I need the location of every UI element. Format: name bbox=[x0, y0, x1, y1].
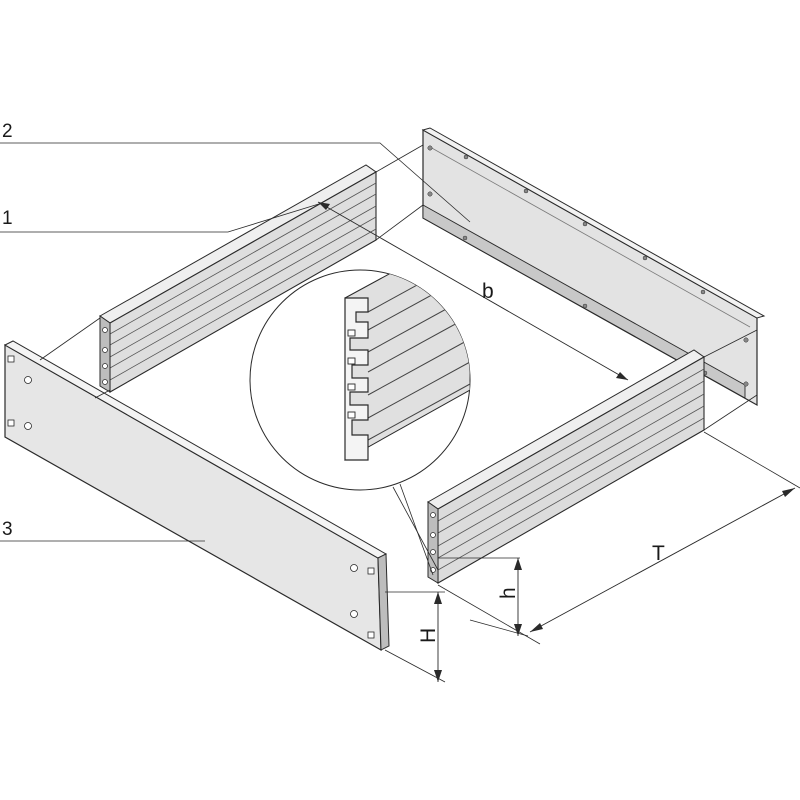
dimension-b bbox=[317, 201, 629, 381]
dimension-h bbox=[438, 557, 529, 637]
dimension-t-label: T bbox=[652, 542, 665, 565]
assembly-lines bbox=[39, 144, 758, 431]
callout-3-label: 3 bbox=[2, 519, 13, 540]
front-rail bbox=[427, 349, 705, 584]
rear-panel bbox=[421, 127, 766, 407]
dimension-h-label: h bbox=[497, 587, 520, 599]
callout-1-label: 1 bbox=[2, 208, 13, 229]
dimension-t bbox=[437, 431, 800, 645]
callout-leaders bbox=[0, 142, 471, 542]
dimension-b-label: b bbox=[482, 280, 494, 303]
dimension-large-h bbox=[384, 591, 446, 683]
dimension-large-h-label: H bbox=[417, 628, 440, 643]
callout-2-label: 2 bbox=[2, 121, 13, 142]
